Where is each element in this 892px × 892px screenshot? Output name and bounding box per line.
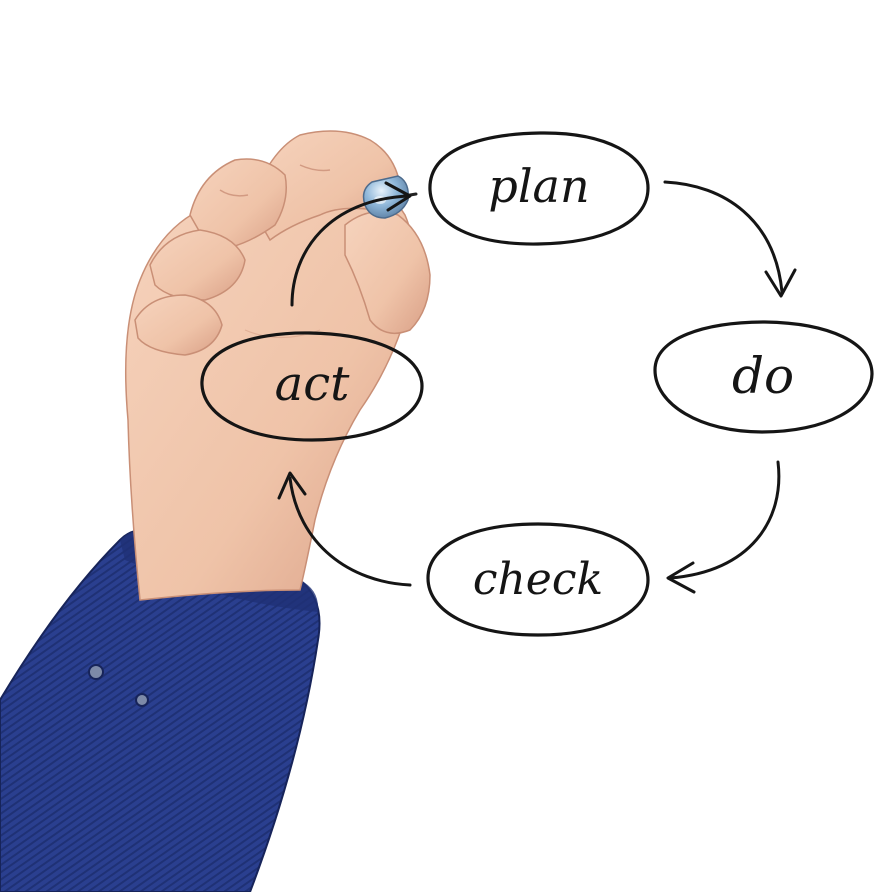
- act-oval: [200, 331, 424, 442]
- arrowhead-check-to-act: [277, 471, 307, 500]
- arrow-do-to-check: [668, 460, 781, 580]
- hand: [125, 130, 431, 601]
- arrowhead-plan-to-do: [764, 268, 797, 298]
- arrowhead-act-to-plan: [384, 181, 412, 212]
- plan-oval: [428, 131, 650, 246]
- cuff-button: [88, 664, 104, 680]
- arrow-check-to-act: [288, 476, 412, 587]
- act-label: act: [275, 356, 351, 412]
- check-oval: [426, 522, 650, 637]
- arrow-plan-to-do: [663, 180, 784, 294]
- do-oval: [653, 320, 874, 434]
- cuff-button: [135, 693, 149, 707]
- check-label: check: [473, 554, 603, 605]
- arrowhead-do-to-check: [666, 561, 696, 594]
- arrow-act-to-plan: [290, 194, 410, 307]
- plan-label: plan: [488, 159, 589, 213]
- do-label: do: [732, 347, 794, 405]
